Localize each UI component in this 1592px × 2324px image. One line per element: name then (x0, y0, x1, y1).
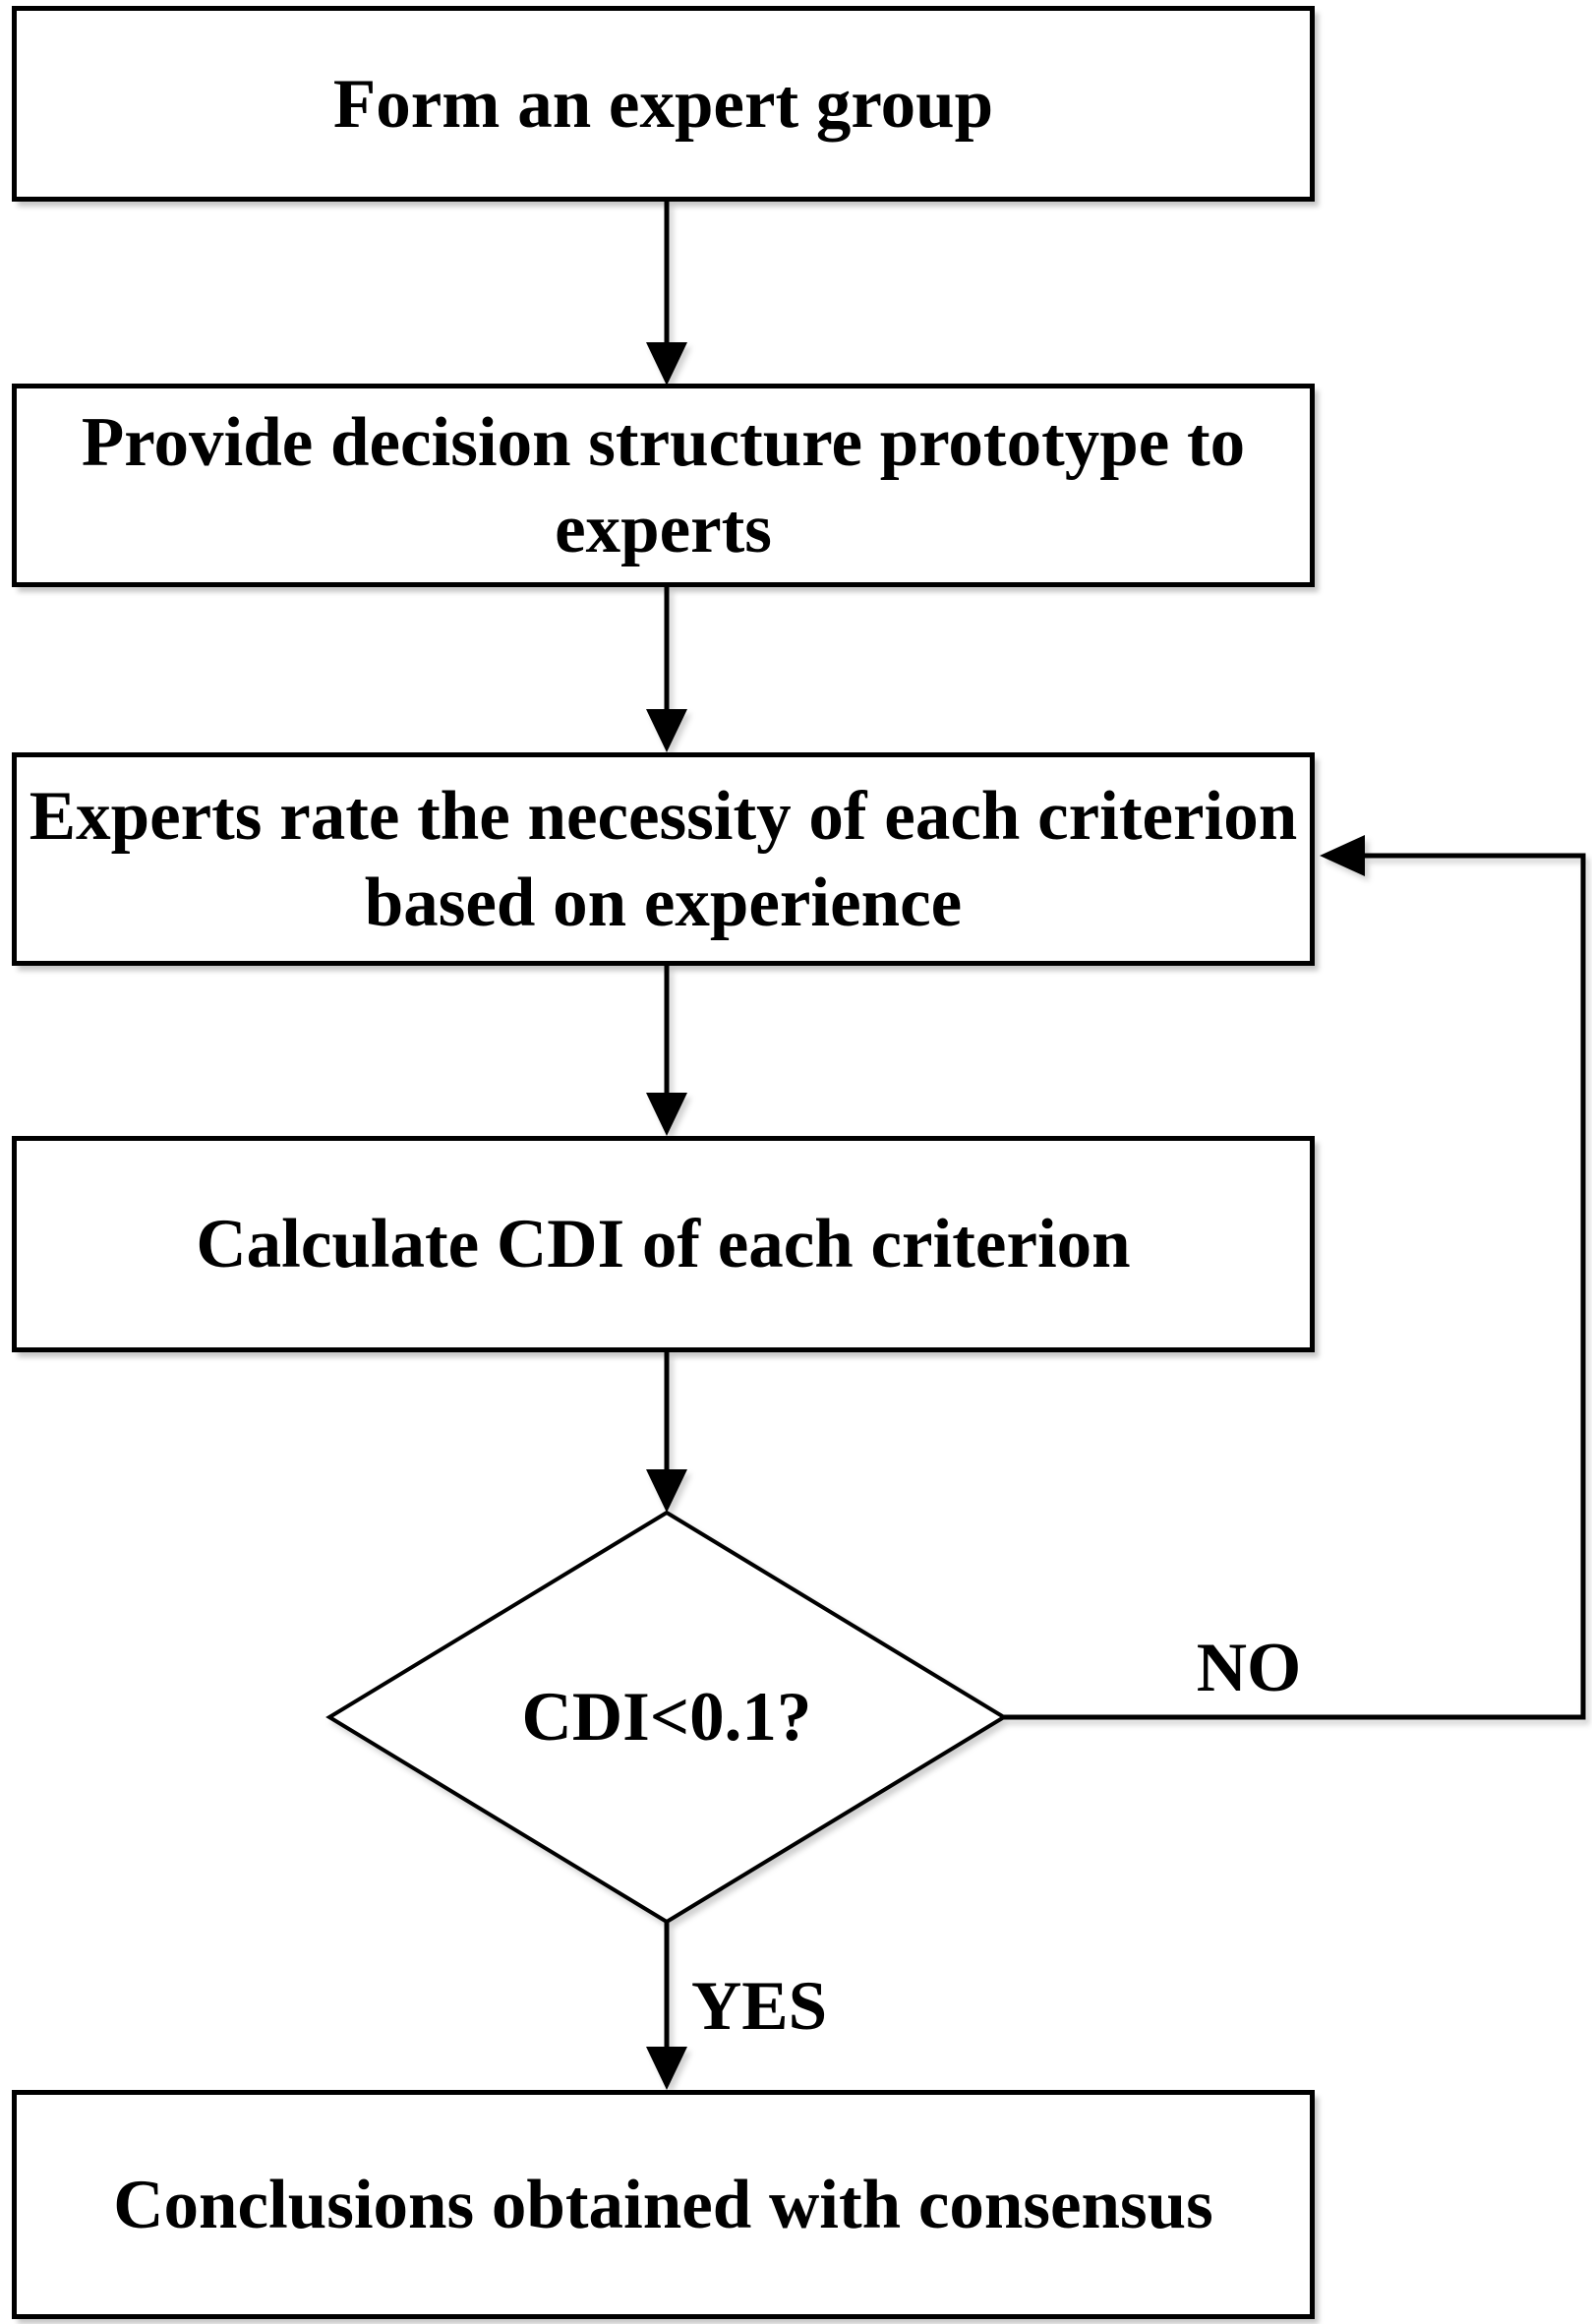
process-box-text-line: Experts rate the necessity of each crite… (29, 777, 1298, 855)
arrow-no-feedback-head (1320, 835, 1365, 876)
process-box-text-line: experts (555, 490, 772, 567)
arrow-step3-step4-head (646, 1093, 687, 1136)
process-box-conclusions: Conclusions obtained with consensus (12, 2090, 1315, 2319)
decision-condition-label: CDI<0.1? (521, 1679, 812, 1756)
process-box-calculate-cdi: Calculate CDI of each criterion (12, 1136, 1315, 1352)
process-box-text-line: Form an expert group (332, 65, 994, 143)
branch-label-yes: YES (690, 1968, 828, 2045)
arrow-step1-step2-head (646, 342, 687, 386)
process-box-text-line: Provide decision structure prototype to (81, 403, 1246, 481)
arrow-yes-head (646, 2047, 687, 2090)
process-box-text-line: Conclusions obtained with consensus (113, 2166, 1213, 2243)
process-box-text-line: Calculate CDI of each criterion (196, 1206, 1131, 1282)
arrow-no-feedback-line (1004, 853, 1586, 1720)
process-box-experts-rate: Experts rate the necessity of each crite… (12, 752, 1315, 966)
decision-diamond (325, 1510, 1008, 1925)
arrow-step2-step3-head (646, 709, 687, 752)
process-box-form-expert-group: Form an expert group (12, 6, 1315, 202)
arrow-step4-decision-head (646, 1469, 687, 1513)
branch-label-no: NO (1196, 1630, 1302, 1706)
process-box-text-line: based on experience (364, 864, 963, 941)
process-box-provide-prototype: Provide decision structure prototype to … (12, 384, 1315, 587)
